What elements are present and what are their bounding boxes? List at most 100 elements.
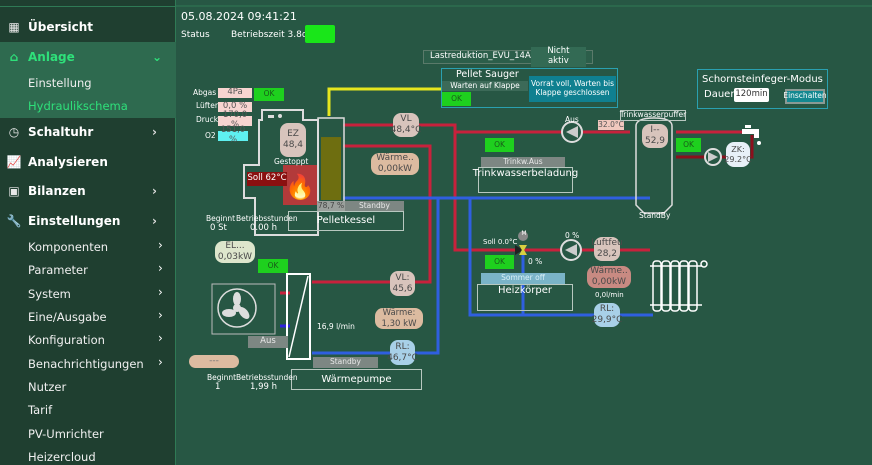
sidebar-item-tarif[interactable]: Tarif xyxy=(28,403,53,417)
sidebar-item-benachrichtigungen[interactable]: Benachrichtigungen xyxy=(28,357,144,371)
wp-unknown-value: --- xyxy=(189,355,239,368)
sidebar: ▦Übersicht ⌂Anlage⌄ Einstellung Hydrauli… xyxy=(0,0,176,465)
boiler-name[interactable]: Pelletkessel xyxy=(288,211,404,231)
dauer-input[interactable]: 120min xyxy=(734,88,769,102)
waerme-value: 0,00kW xyxy=(591,277,627,287)
hours-label: Betriebsstunden xyxy=(236,373,298,382)
sidebar-item-komponenten[interactable]: Komponenten xyxy=(28,240,109,254)
einschalten-button[interactable]: Einschalten xyxy=(783,89,827,104)
begin-value: 1 xyxy=(215,382,221,392)
chevron-right-icon: › xyxy=(158,238,163,252)
abgas-label: Abgas xyxy=(193,88,217,97)
chevron-down-icon: ⌄ xyxy=(152,50,163,64)
el-value: 0,03kW xyxy=(217,252,253,262)
schornsteinfeger-panel xyxy=(697,69,828,109)
wrench-icon: 🔧 xyxy=(6,214,22,228)
rl-label: RL: xyxy=(395,341,410,352)
waerme-label: Wärme.. xyxy=(376,153,414,164)
sidebar-item-pv-umrichter[interactable]: PV-Umrichter xyxy=(28,427,104,441)
sidebar-item-parameter[interactable]: Parameter xyxy=(28,263,88,277)
sidebar-item-eine-ausgabe[interactable]: Eine/Ausgabe xyxy=(28,310,107,324)
abgas-value: 4Pa xyxy=(218,87,252,98)
pump-icon xyxy=(704,148,722,166)
pellet-sauger-panel xyxy=(441,68,618,108)
status-label: Status xyxy=(181,30,210,40)
return-pipe xyxy=(468,198,653,317)
puffer-sensor-label: I-- xyxy=(650,125,660,136)
sidebar-item-analysieren[interactable]: 📈Analysieren xyxy=(0,151,176,173)
heizkreis-soll: Soll 0.0°C xyxy=(483,238,518,246)
circulation-pipe xyxy=(676,135,754,159)
sidebar-item-anlage[interactable]: ⌂Anlage⌄ xyxy=(0,46,176,68)
supply-pipe xyxy=(312,144,432,284)
heat-exchanger-icon xyxy=(286,273,311,360)
mixing-valve-icon xyxy=(515,231,528,255)
status-indicator xyxy=(305,25,335,43)
sidebar-item-uebersicht[interactable]: ▦Übersicht xyxy=(0,16,176,38)
heizkreis-rl-sensor: RL:29,9°C xyxy=(592,303,622,327)
wp-flow: 16,9 l/min xyxy=(317,322,355,331)
chevron-right-icon: › xyxy=(158,355,163,369)
sidebar-item-einstellung[interactable]: Einstellung xyxy=(28,76,92,90)
grid-icon: ▦ xyxy=(8,20,20,34)
luft-label: Luftfeu xyxy=(591,238,623,249)
divider xyxy=(0,6,175,7)
pellet-sauger-ok: OK xyxy=(442,92,471,106)
sidebar-item-konfiguration[interactable]: Konfiguration xyxy=(28,333,105,347)
wp-name[interactable]: Wärmepumpe xyxy=(291,369,422,390)
wp-fan-state: Aus xyxy=(248,336,288,348)
boiler-soll: Soll 62°C xyxy=(247,172,287,186)
datetime: 05.08.2024 09:41:21 xyxy=(181,10,297,23)
hours-label: Betriebsstunden xyxy=(236,214,298,223)
zk-label: ZK: xyxy=(731,144,745,154)
sidebar-item-nutzer[interactable]: Nutzer xyxy=(28,380,67,394)
boiler-ok: OK xyxy=(254,88,284,101)
begin-label: Beginnt xyxy=(207,373,237,382)
zk-value: 29.2°C xyxy=(724,154,752,164)
luft-value: 28,2 xyxy=(596,249,618,259)
pellet-pipe xyxy=(327,87,442,116)
vl-value: 45,6 xyxy=(392,283,413,294)
o2-label: O2 xyxy=(205,131,216,140)
sidebar-item-schaltuhr[interactable]: ◷Schaltuhr› xyxy=(0,121,176,143)
heizkreis-pump-percent: 0 % xyxy=(565,231,580,240)
puffer-ok: OK xyxy=(676,138,701,152)
sidebar-item-heizercloud[interactable]: Heizercloud xyxy=(28,450,96,464)
vl-label: VL xyxy=(400,114,412,125)
el-power: EL...0,03kW xyxy=(215,241,255,263)
el-label: EL... xyxy=(225,241,245,252)
puffer-state: StandBy xyxy=(639,211,671,220)
trinkwasser-name[interactable]: Trinkwasserbeladung xyxy=(473,167,578,193)
sidebar-item-hydraulikschema[interactable]: Hydraulikschema xyxy=(28,99,128,113)
chevron-right-icon: › xyxy=(158,331,163,345)
trinkwasser-ok: OK xyxy=(485,138,514,152)
vl-value: 48,4°C xyxy=(390,125,422,135)
hours-value: 1,99 h xyxy=(250,382,278,392)
pellet-level-label: 78,7 % xyxy=(317,200,345,211)
boiler-icon xyxy=(243,109,319,236)
wp-ok: OK xyxy=(258,259,288,273)
boiler-state: Gestoppt xyxy=(274,157,309,166)
trinkwasser-mode: Trinkw.Aus xyxy=(481,157,565,167)
sidebar-item-einstellungen[interactable]: 🔧Einstellungen› xyxy=(0,210,176,232)
heizkreis-name[interactable]: Heizkörper xyxy=(477,284,573,311)
pellet-sauger-message: Vorrat voll, Warten bis Klappe geschloss… xyxy=(529,76,616,102)
wp-waerme: Wärme: 1,30 kW xyxy=(375,308,423,329)
pellet-sauger-state: Warten auf Klappe xyxy=(442,81,528,91)
sidebar-item-bilanzen[interactable]: ▣Bilanzen› xyxy=(0,180,176,202)
rl-label: RL: xyxy=(599,304,615,315)
boiler-waerme: Wärme..0,00kW xyxy=(371,153,419,175)
wp-rl-sensor: RL:46,7°C xyxy=(387,340,418,365)
o2-value: 151,0 % xyxy=(218,125,248,145)
wp-vl-sensor: VL:45,6 xyxy=(390,271,415,296)
valve-percent: 0 % xyxy=(528,257,543,266)
chevron-right-icon: › xyxy=(152,125,157,139)
ez-label: EZ xyxy=(287,129,299,140)
chevron-right-icon: › xyxy=(158,261,163,275)
chevron-right-icon: › xyxy=(158,308,163,322)
rl-value: 46,7°C xyxy=(387,352,418,363)
chart-icon: 📈 xyxy=(6,155,22,169)
sidebar-item-system[interactable]: System xyxy=(28,287,71,301)
